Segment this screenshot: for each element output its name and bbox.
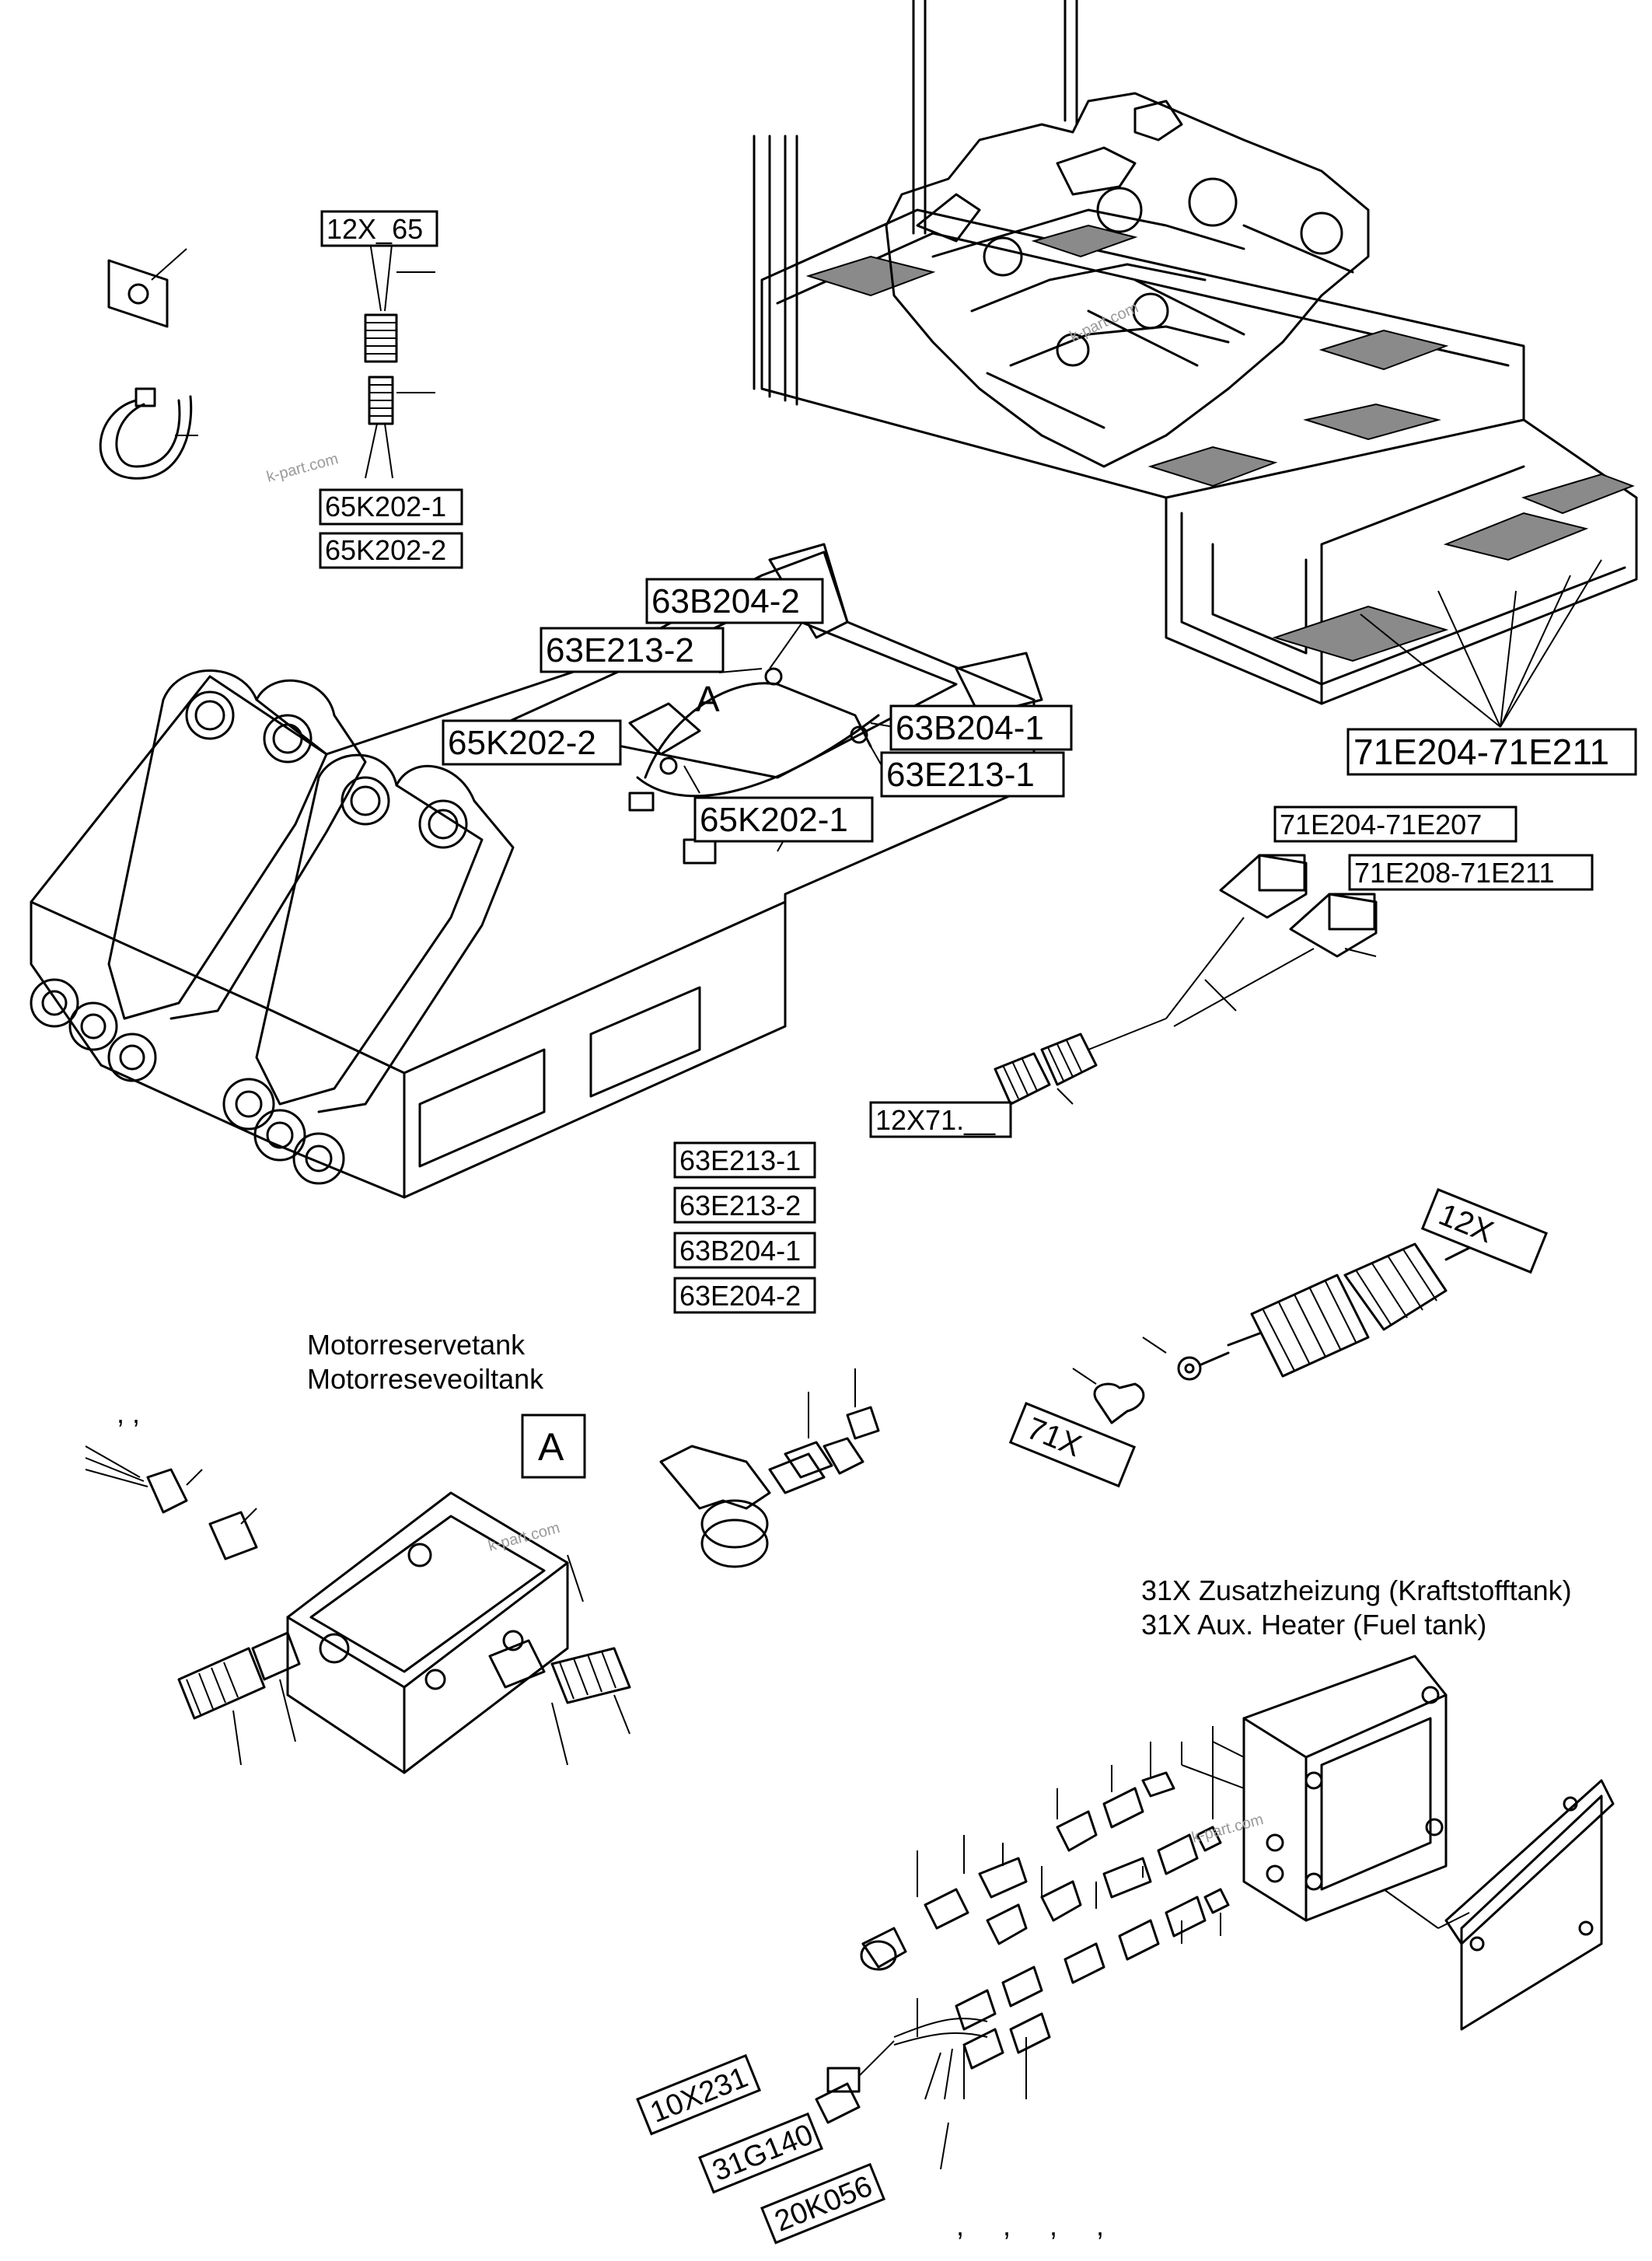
title-motorreservetank: Motorreservetank xyxy=(307,1329,526,1361)
label-71e208-71e211: 71E208-71E211 xyxy=(1354,857,1555,889)
watermark-text: k-part.com xyxy=(1190,1811,1266,1847)
label-12x71: 12X71.__ xyxy=(875,1104,996,1136)
label-71e204-71e207: 71E204-71E207 xyxy=(1280,809,1482,840)
small-parts-top-left: k-part.com xyxy=(99,236,435,486)
label-20k056: 20K056 xyxy=(770,2170,877,2238)
label-list-63e213-2: 63E213-2 xyxy=(679,1190,801,1221)
labels: 12X_65 65K202-1 65K202-2 63B204-2 63E213… xyxy=(319,210,1637,2245)
label-list-63e204-2: 63E204-2 xyxy=(679,1280,801,1312)
aux-heater-box: k-part.com xyxy=(815,1655,1615,2170)
commas-bottom: , , , , xyxy=(956,2210,1104,2242)
label-65k202-1-top: 65K202-1 xyxy=(325,491,446,522)
label-10x231: 10X231 xyxy=(646,2061,753,2130)
label-12x65: 12X_65 xyxy=(327,213,423,245)
label-list-63e213-1: 63E213-1 xyxy=(679,1144,801,1176)
label-71e204-71e211: 71E204-71E211 xyxy=(1353,732,1609,772)
label-65k202-2-top: 65K202-2 xyxy=(325,534,446,566)
watermark-text: k-part.com xyxy=(1067,299,1141,346)
connector-harness-71e xyxy=(994,854,1378,1106)
watermark-text: k-part.com xyxy=(265,450,341,486)
label-63e213-2: 63E213-2 xyxy=(546,631,694,669)
label-63b204-1: 63B204-1 xyxy=(896,709,1044,747)
label-31g140: 31G140 xyxy=(708,2118,818,2188)
junction-box-motor-tank: k-part.com xyxy=(85,1445,631,1774)
chassis-frame xyxy=(30,543,1043,1199)
title-motorreseveoiltank: Motorreseveoiltank xyxy=(307,1363,544,1395)
commas-top-left: , , xyxy=(117,1397,140,1429)
titles: Motorreservetank Motorreseveoiltank 31X … xyxy=(117,1329,1572,2242)
watermark-text: k-part.com xyxy=(487,1519,562,1555)
label-63e213-1: 63E213-1 xyxy=(886,756,1035,794)
title-zusatzheizung: 31X Zusatzheizung (Kraftstofftank) xyxy=(1141,1574,1572,1606)
connector-12x-71x xyxy=(1072,1242,1479,1424)
box-a: A xyxy=(538,1425,564,1469)
label-63b204-2: 63B204-2 xyxy=(651,582,800,620)
engine-assembly: k-part.com xyxy=(753,0,1638,728)
label-65k202-2: 65K202-2 xyxy=(448,724,596,762)
label-65k202-1: 65K202-1 xyxy=(700,801,848,839)
label-list-63b204-1: 63B204-1 xyxy=(679,1235,801,1267)
marker-a: A xyxy=(696,679,720,719)
title-aux-heater: 31X Aux. Heater (Fuel tank) xyxy=(1141,1609,1486,1641)
elbow-fitting xyxy=(659,1368,880,1568)
